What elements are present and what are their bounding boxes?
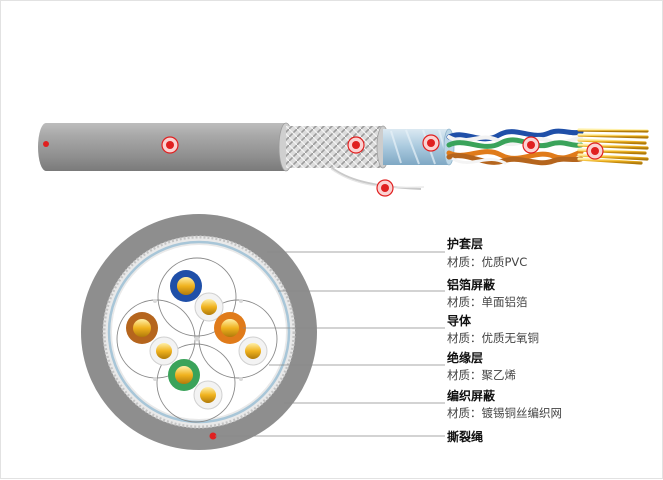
cs-pair-green — [168, 359, 223, 410]
label-conductor-material: 材质：优质无氧铜 — [447, 331, 539, 345]
marker-foil — [422, 134, 440, 152]
leader-lines — [215, 251, 445, 437]
label-braid-material: 材质：镀锡铜丝编织网 — [447, 406, 562, 420]
label-foil-title: 铝箔屏蔽 — [447, 278, 496, 292]
label-conductor-title: 导体 — [447, 314, 472, 328]
cs-pair-brown — [126, 312, 179, 366]
cs-ripcord — [209, 432, 217, 440]
label-insulation-material: 材质：聚乙烯 — [447, 368, 516, 382]
label-jacket-material: 材质：优质PVC — [447, 255, 528, 269]
side-braid — [286, 126, 383, 168]
cs-pair-blue — [170, 270, 224, 322]
side-twisted-pairs — [446, 128, 584, 166]
cable-side-view — [38, 122, 649, 197]
label-ripcord-title: 撕裂绳 — [447, 430, 484, 444]
marker-pairs — [522, 136, 540, 154]
label-insulation-title: 绝缘层 — [447, 351, 484, 365]
cable-cross-section — [81, 214, 317, 450]
cs-pair-orange — [214, 312, 268, 366]
marker-drain — [376, 179, 394, 197]
rip-cord-dot — [43, 141, 49, 147]
marker-conductor — [586, 142, 604, 160]
side-markers — [43, 134, 604, 197]
label-jacket-title: 护套层 — [447, 237, 484, 251]
marker-jacket — [161, 136, 179, 154]
label-foil-material: 材质：单面铝箔 — [447, 295, 528, 309]
label-braid-title: 编织屏蔽 — [447, 389, 496, 403]
marker-braid — [347, 136, 365, 154]
cs-braid — [102, 235, 296, 429]
